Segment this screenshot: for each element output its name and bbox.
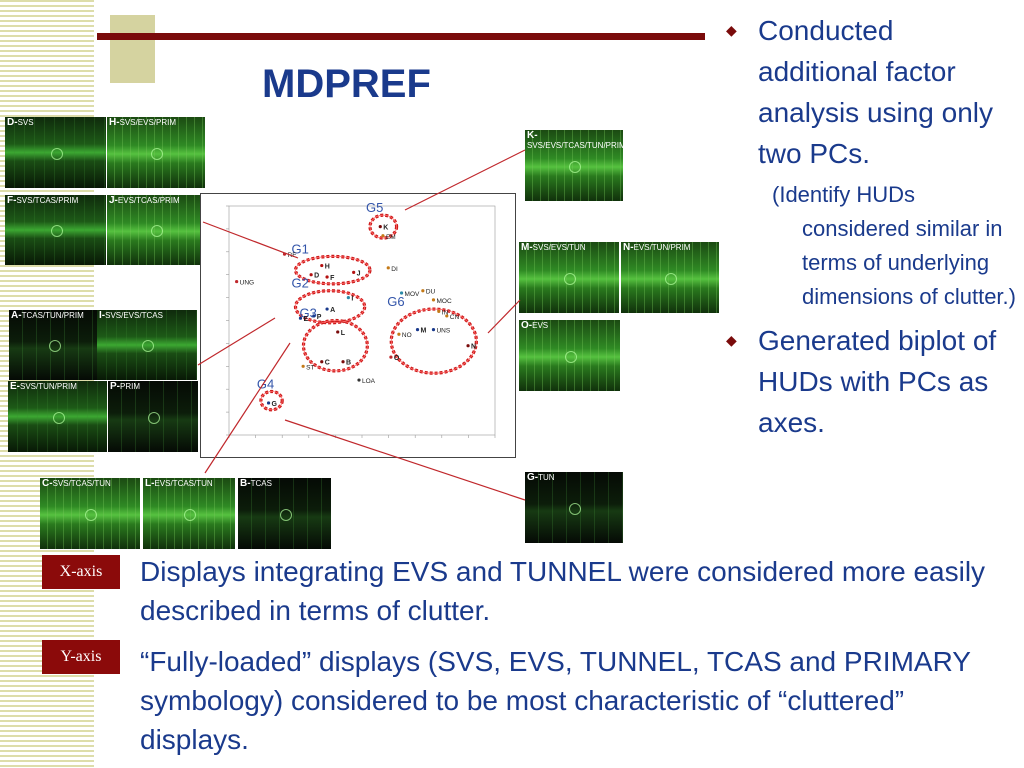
point-marker-st xyxy=(301,364,305,368)
hud-thumbnail-d: D-SVS xyxy=(5,117,106,188)
title-accent-bar xyxy=(97,33,705,40)
point-label-di: DI xyxy=(391,266,398,273)
point-marker-ung xyxy=(235,279,239,284)
point-marker-re xyxy=(282,252,287,256)
bullet-list: ◆Conducted additional factor analysis us… xyxy=(722,10,1018,447)
point-label-moc: MOC xyxy=(436,298,451,305)
point-marker-j xyxy=(352,270,356,275)
point-marker-a xyxy=(325,307,329,311)
diamond-bullet-icon: ◆ xyxy=(726,22,737,38)
point-label-c: C xyxy=(325,360,330,367)
y-axis-badge: Y-axis xyxy=(42,640,120,674)
point-label-d: D xyxy=(314,273,319,280)
point-label-du: DU xyxy=(426,289,436,296)
y-axis-description: “Fully-loaded” displays (SVS, EVS, TUNNE… xyxy=(140,646,971,755)
hud-thumbnail-p: P-PRIM xyxy=(108,381,198,452)
point-label-e: E xyxy=(303,316,308,323)
bullet-generated-biplot: ◆Generated biplot of HUDs with PCs as ax… xyxy=(722,320,1018,443)
point-marker-moc xyxy=(431,298,436,302)
point-marker-g xyxy=(266,401,271,405)
group-ring-inner xyxy=(295,255,371,285)
point-label-j: J xyxy=(357,270,361,277)
point-label-g: G xyxy=(272,401,278,408)
group-label-g5: G5 xyxy=(366,200,383,215)
hud-thumbnail-j: J-EVS/TCAS/PRIM xyxy=(107,195,205,265)
point-label-loa: LOA xyxy=(362,378,376,385)
point-marker-h xyxy=(320,263,324,268)
hud-thumbnail-i: I-SVS/EVS/TCAS xyxy=(97,310,197,380)
point-marker-in xyxy=(437,309,441,313)
hud-thumbnail-c: C-SVS/TCAS/TUN xyxy=(40,478,140,549)
point-marker-du xyxy=(421,289,425,293)
hud-thumbnail-f: F-SVS/TCAS/PRIM xyxy=(5,195,106,265)
point-label-l: L xyxy=(341,330,346,337)
x-axis-description: Displays integrating EVS and TUNNEL were… xyxy=(140,556,986,626)
point-label-cn: CN xyxy=(450,314,460,321)
point-label-h: H xyxy=(325,264,330,271)
hud-thumbnail-e: E-SVS/TUN/PRIM xyxy=(8,381,107,452)
point-label-uns: UNS xyxy=(436,328,450,335)
group-label-g6: G6 xyxy=(387,294,404,309)
slide-title: MDPREF xyxy=(262,62,431,106)
x-axis-badge: X-axis xyxy=(42,555,120,589)
point-marker-loa xyxy=(357,378,361,382)
point-label-no: NO xyxy=(402,332,412,339)
point-label-p: P xyxy=(317,314,322,321)
decorative-block xyxy=(110,15,155,83)
point-marker-b xyxy=(341,360,345,364)
point-marker-d xyxy=(309,273,313,277)
point-label-f: F xyxy=(330,275,335,282)
hud-thumbnail-g: G-TUN xyxy=(525,472,623,543)
group-ring-inner xyxy=(303,320,368,372)
point-label-k: K xyxy=(383,225,388,232)
hud-thumbnail-h: H-SVS/EVS/PRIM xyxy=(107,117,205,188)
point-marker-e xyxy=(298,316,303,320)
point-marker-mov xyxy=(399,291,404,295)
point-label-em: EM xyxy=(386,234,396,241)
point-marker-p xyxy=(312,314,316,318)
point-label-a: A xyxy=(330,307,335,314)
hud-thumbnail-m: M-SVS/EVS/TUN xyxy=(519,242,619,313)
point-marker-k xyxy=(378,225,382,229)
point-marker-n xyxy=(466,344,470,348)
point-marker-o xyxy=(389,355,393,359)
point-label-re: RE xyxy=(288,252,298,259)
group-ring-inner xyxy=(369,214,397,239)
hud-thumbnail-b: B-TCAS xyxy=(238,478,331,549)
point-marker-cn xyxy=(445,314,449,318)
point-label-in: IN xyxy=(442,309,449,316)
group-ring-inner xyxy=(390,308,477,374)
point-label-st: ST xyxy=(306,364,314,371)
point-marker-di xyxy=(386,266,390,270)
point-marker-l xyxy=(336,330,340,334)
diamond-bullet-icon: ◆ xyxy=(726,332,737,348)
hud-thumbnail-k: K-SVS/EVS/TCAS/TUN/PRIM xyxy=(525,130,623,201)
point-marker-em xyxy=(381,234,385,238)
point-label-ung: UNG xyxy=(240,280,254,287)
group-label-g4: G4 xyxy=(257,376,274,391)
group-ring-inner xyxy=(295,290,366,324)
point-label-n: N xyxy=(471,344,476,351)
hud-thumbnail-a: A-TCAS/TUN/PRIM xyxy=(9,310,99,380)
point-label-i: I xyxy=(351,296,353,303)
group-label-g2: G2 xyxy=(292,276,309,291)
bullet-identify-huds: (Identify HUDs considered similar in ter… xyxy=(772,182,1016,309)
hud-thumbnail-n: N-EVS/TUN/PRIM xyxy=(621,242,719,313)
point-label-m: M xyxy=(421,328,427,335)
point-marker-no xyxy=(397,332,401,336)
point-marker-uns xyxy=(431,328,436,332)
point-label-o: O xyxy=(394,355,400,362)
point-marker-f xyxy=(325,275,329,279)
point-label-mov: MOV xyxy=(405,291,420,298)
point-marker-c xyxy=(320,360,324,364)
point-marker-i xyxy=(346,296,350,300)
hud-thumbnail-l: L-EVS/TCAS/TUN xyxy=(143,478,235,549)
point-marker-m xyxy=(415,328,420,332)
bullet-factor-analysis: ◆Conducted additional factor analysis us… xyxy=(722,10,1018,174)
point-label-b: B xyxy=(346,360,351,367)
hud-thumbnail-o: O-EVS xyxy=(519,320,620,391)
